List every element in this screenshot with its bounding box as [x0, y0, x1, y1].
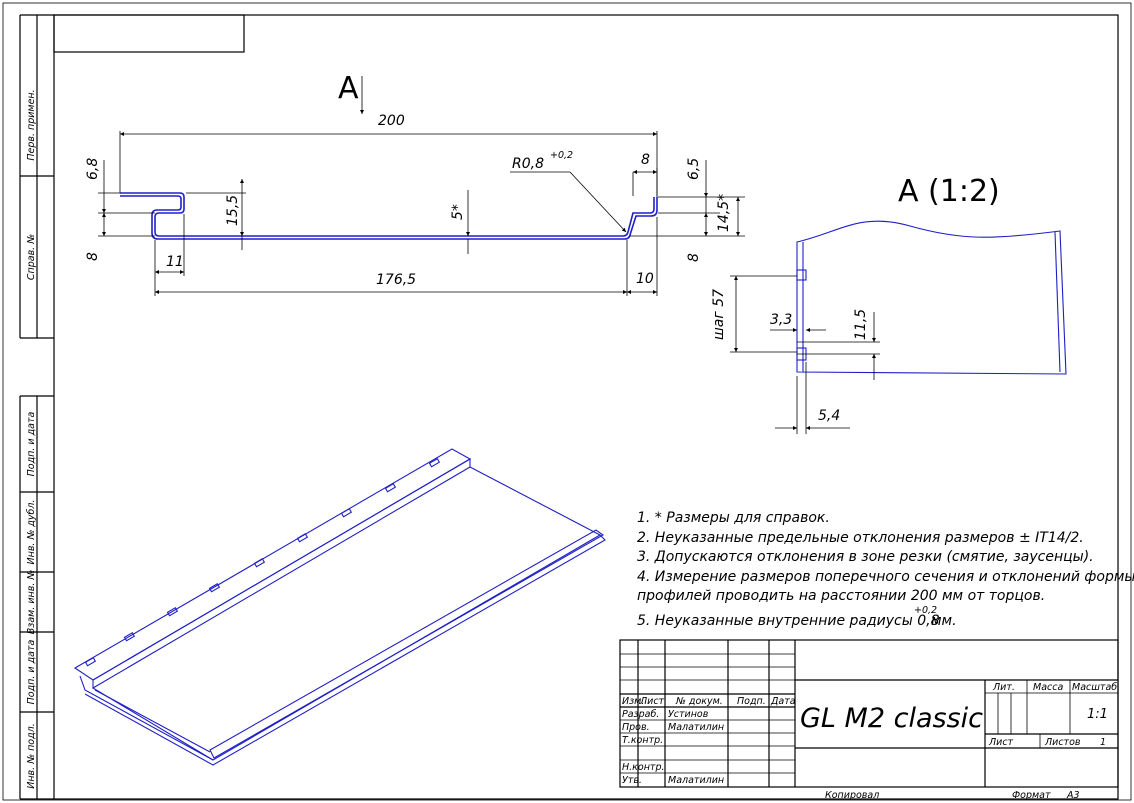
sprav-no-label: Справ. № — [26, 234, 37, 280]
utv-label: Утв. — [622, 775, 642, 786]
lit-label: Лит. — [992, 682, 1015, 693]
dim-10: 10 — [636, 271, 654, 287]
dim-11: 11 — [166, 254, 184, 270]
dim-8-top: 8 — [641, 152, 650, 168]
note-5: 5. Неуказанные внутренние радиусы 0,8 — [637, 613, 940, 629]
perv-primen-label: Перв. примен. — [26, 89, 37, 160]
podp-data-label-2: Подп. и дата — [26, 639, 37, 704]
scale-value: 1:1 — [1087, 707, 1108, 722]
note-5-tolerance: +0,2 — [914, 605, 937, 616]
detail-outline — [796, 220, 1067, 375]
prov-label: Пров. — [622, 722, 650, 733]
dim-11-5: 11,5 — [853, 309, 869, 340]
dim-6-8: 6,8 — [85, 158, 101, 180]
tkontr-label: Т.контр. — [622, 735, 663, 746]
dim-8-right: 8 — [686, 253, 702, 262]
view-marker-a: А — [338, 71, 359, 106]
sheets-count: 1 — [1100, 737, 1106, 748]
vzam-inv-label: Взам. инв. № — [26, 570, 37, 635]
dim-radius-tolerance: +0,2 — [550, 150, 573, 161]
dim-176-5: 176,5 — [376, 272, 416, 288]
note-4: 4. Измерение размеров поперечного сечени… — [637, 569, 1134, 585]
sheet-label: Лист — [988, 737, 1014, 748]
dim-8-left: 8 — [85, 252, 101, 261]
isometric-slots — [84, 458, 441, 667]
massa-label: Масса — [1033, 682, 1063, 693]
detail-view: А (1:2) шаг 57 3,3 11,5 5,4 — [711, 174, 1067, 434]
note-2: 2. Неуказанные предельные отклонения раз… — [637, 530, 1084, 546]
inv-dubl-label: Инв. № дубл. — [26, 500, 37, 565]
format-value: А3 — [1066, 790, 1080, 801]
dim-3-3: 3,3 — [770, 312, 792, 328]
hdr-data: Дата — [770, 696, 796, 707]
utv-name: Малатилин — [668, 775, 724, 786]
razrab-label: Разраб. — [622, 709, 659, 720]
masshtab-label: Масштаб — [1072, 682, 1117, 693]
isometric-view — [73, 448, 606, 766]
dim-14-5-ref: 14,5* — [716, 194, 732, 232]
kopiroval-label: Копировал — [825, 790, 879, 801]
dim-200: 200 — [378, 113, 405, 129]
hdr-podp: Подп. — [737, 696, 766, 707]
product-name: GL M2 classic — [800, 703, 983, 734]
dim-5-ref: 5* — [450, 204, 466, 220]
note-3: 3. Допускаются отклонения в зоне резки (… — [637, 549, 1094, 565]
podp-data-label-1: Подп. и дата — [26, 411, 37, 476]
note-4-cont: профилей проводить на расстоянии 200 мм … — [637, 588, 1045, 604]
title-block: Изм. Лист № докум. Подп. Дата Разраб. Ус… — [619, 639, 1119, 801]
profile-outline — [120, 192, 655, 237]
hdr-list: Лист — [639, 696, 665, 707]
dim-radius: R0,8 — [512, 156, 544, 172]
format-label: Формат — [1012, 790, 1051, 801]
razrab-name: Устинов — [668, 709, 709, 720]
dim-5-4: 5,4 — [818, 408, 840, 424]
prov-name: Малатилин — [668, 722, 724, 733]
sheets-label: Листов — [1044, 737, 1081, 748]
note-1: 1. * Размеры для справок. — [637, 510, 830, 526]
nkontr-label: Н.контр. — [622, 762, 665, 773]
technical-notes: 1. * Размеры для справок. 2. Неуказанные… — [637, 510, 1134, 629]
dim-15-5: 15,5 — [225, 195, 241, 226]
dim-step-57: шаг 57 — [711, 289, 727, 340]
hdr-dokum: № докум. — [675, 696, 723, 707]
inv-podl-label: Инв. № подл. — [26, 723, 37, 789]
section-view: А 200 6,8 8 15,5 11 5* R0 — [85, 71, 745, 296]
note-5-unit: мм. — [931, 613, 957, 629]
detail-title: А (1:2) — [898, 174, 1000, 209]
dim-6-5: 6,5 — [686, 158, 702, 180]
side-stamp: Перв. примен. Справ. № Подп. и дата Инв.… — [19, 14, 54, 800]
hdr-izm: Изм. — [622, 696, 644, 707]
